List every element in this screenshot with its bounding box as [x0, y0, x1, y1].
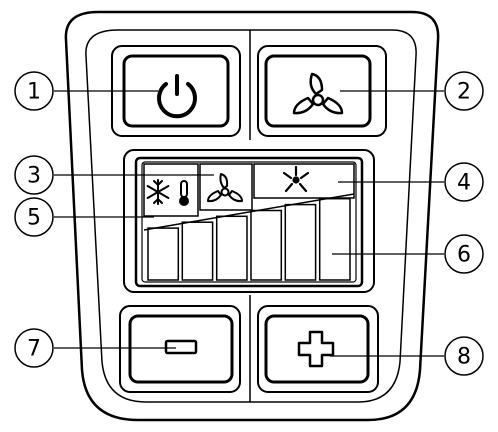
- callout-8: 8: [444, 336, 484, 376]
- callout-7: 7: [14, 328, 54, 368]
- callout-2: 2: [444, 71, 484, 111]
- svg-text:3: 3: [27, 164, 41, 189]
- callout-6: 6: [444, 234, 484, 274]
- callout-5: 5: [14, 197, 54, 237]
- speed-bar-5: [284, 203, 317, 281]
- power-icon: [157, 74, 197, 119]
- svg-text:5: 5: [27, 206, 41, 231]
- fan-icon: [207, 173, 243, 203]
- snowflake-thermometer-icon: [146, 179, 189, 206]
- panel-housing: [64, 10, 440, 422]
- speed-bar-3: [215, 215, 248, 281]
- fan-mode-indicator: [199, 163, 253, 211]
- plus-button[interactable]: [257, 305, 379, 393]
- svg-text:8: 8: [457, 345, 471, 370]
- cooling-indicator: [143, 163, 199, 217]
- speed-bar-6: [318, 197, 351, 281]
- svg-text:7: 7: [27, 337, 41, 362]
- speed-bar-2: [181, 221, 214, 281]
- fan-speed-icon: [282, 165, 310, 193]
- svg-text:2: 2: [457, 80, 471, 105]
- callout-4: 4: [444, 162, 484, 202]
- plus-icon: [297, 330, 335, 368]
- minus-button[interactable]: [119, 305, 241, 393]
- fan-speed-indicator: [253, 163, 355, 199]
- svg-text:1: 1: [27, 80, 41, 105]
- minus-icon: [164, 339, 198, 355]
- callout-1: 1: [14, 71, 54, 111]
- callout-markers: 1 2 3 4 5 6 7 8: [14, 71, 484, 376]
- fan-mode-button[interactable]: [257, 45, 387, 137]
- callout-leaders: [54, 90, 444, 357]
- svg-text:6: 6: [457, 243, 471, 268]
- speed-bar-1: [147, 227, 180, 281]
- display-panel: [123, 149, 375, 293]
- power-button[interactable]: [111, 45, 241, 137]
- callout-3: 3: [14, 155, 54, 195]
- speed-bar-4: [250, 209, 283, 281]
- fan-icon: [292, 72, 344, 115]
- speed-level-bars: [143, 193, 355, 281]
- svg-text:4: 4: [457, 171, 471, 196]
